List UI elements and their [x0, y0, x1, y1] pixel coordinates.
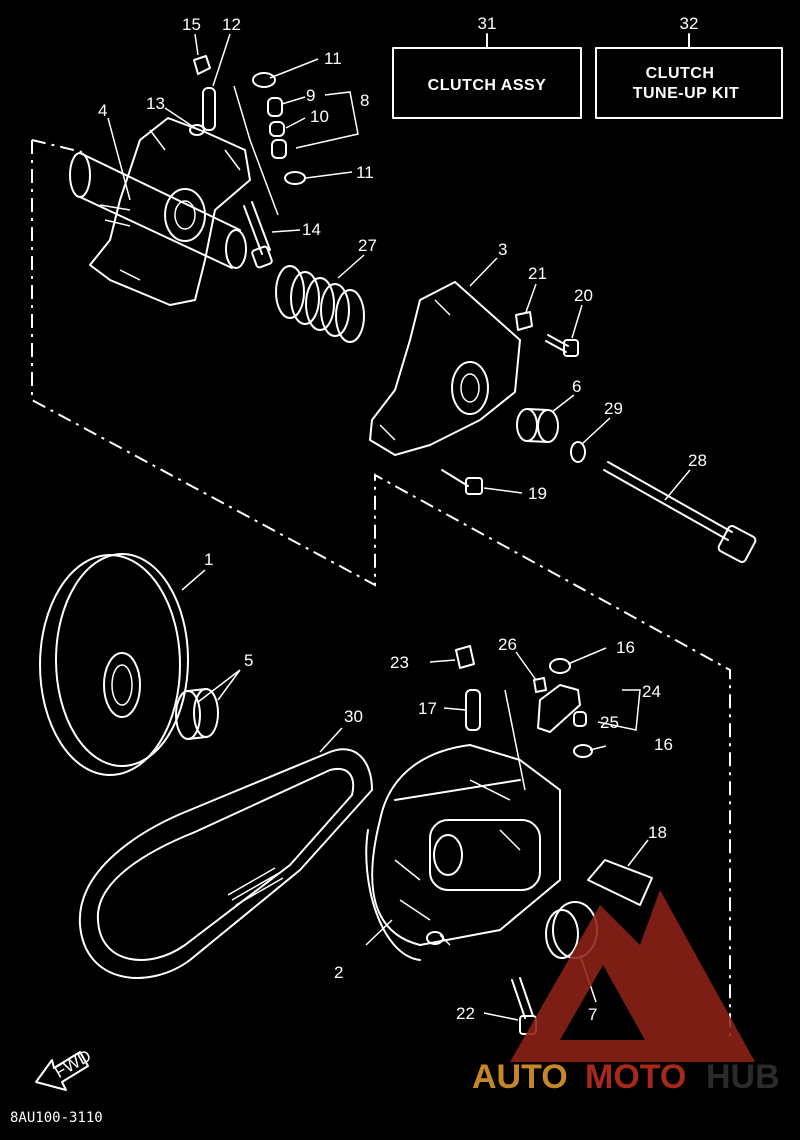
callout-26: 26 [498, 635, 517, 654]
callout-19: 19 [528, 484, 547, 503]
callout-21: 21 [528, 264, 547, 283]
clutch-assy-label: CLUTCH ASSY [428, 77, 547, 94]
small-parts-lower [455, 645, 593, 791]
callout-17: 17 [418, 699, 437, 718]
part-2-secondary-sheave [365, 744, 561, 961]
callout-14: 14 [302, 220, 321, 239]
part-27-spring [275, 265, 365, 343]
callout-10: 10 [310, 107, 329, 126]
fwd-label: FWD [51, 1046, 94, 1082]
part-1-sheave [39, 553, 189, 776]
callout-4: 4 [98, 101, 107, 120]
tune-up-kit-label-line1: CLUTCH [646, 65, 715, 82]
callout-23: 23 [390, 653, 409, 672]
callout-13: 13 [146, 94, 165, 113]
tune-up-kit-label-line2: TUNE-UP KIT [633, 85, 740, 102]
callout-22: 22 [456, 1004, 475, 1023]
callout-30: 30 [344, 707, 363, 726]
tune-up-kit-number: 32 [680, 14, 699, 33]
callout-27: 27 [358, 236, 377, 255]
callout-1: 1 [204, 550, 213, 569]
callout-18: 18 [648, 823, 667, 842]
callout-6: 6 [572, 377, 581, 396]
part-3-cover [369, 281, 521, 456]
small-parts-right [441, 311, 757, 563]
clutch-tune-up-kit-box: 32 CLUTCH TUNE-UP KIT [595, 14, 783, 119]
leader-lines [107, 33, 691, 1021]
callout-12: 12 [222, 15, 241, 34]
callout-15: 15 [182, 15, 201, 34]
part-4-spider-drawing [69, 117, 251, 306]
assembly-boundary [31, 139, 731, 1040]
small-parts-top [189, 55, 306, 216]
callout-labels: 15 12 11 9 8 10 13 4 11 14 27 3 21 20 6 … [98, 15, 707, 1024]
callout-24: 24 [642, 682, 661, 701]
callout-8: 8 [360, 91, 369, 110]
callout-29: 29 [604, 399, 623, 418]
callout-3: 3 [498, 240, 507, 259]
automotohub-logo-icon [510, 890, 755, 1062]
callout-11b: 11 [356, 163, 374, 182]
callout-20: 20 [574, 286, 593, 305]
watermark-hub: HUB [706, 1058, 780, 1096]
callout-9: 9 [306, 86, 315, 105]
callout-16: 16 [616, 638, 635, 657]
watermark-auto: AUTO [472, 1058, 568, 1096]
watermark-text: AUTO MOTO HUB [472, 1058, 780, 1096]
callout-25: 25 [600, 713, 619, 732]
callout-5: 5 [244, 651, 253, 670]
clutch-assy-number: 31 [478, 14, 497, 33]
callout-16b: 16 [654, 735, 673, 754]
part-14-bolt [243, 201, 273, 269]
callout-28: 28 [688, 451, 707, 470]
part-5-bushing [175, 688, 219, 740]
callout-7: 7 [588, 1005, 597, 1024]
fwd-arrow-icon: FWD [35, 1046, 94, 1091]
clutch-assy-box: 31 CLUTCH ASSY [392, 14, 582, 119]
drawing-code: 8AU100-3110 [10, 1110, 103, 1126]
callout-2: 2 [334, 963, 343, 982]
watermark-moto: MOTO [585, 1058, 686, 1096]
part-30-belt [78, 748, 373, 979]
callout-11: 11 [324, 49, 342, 68]
